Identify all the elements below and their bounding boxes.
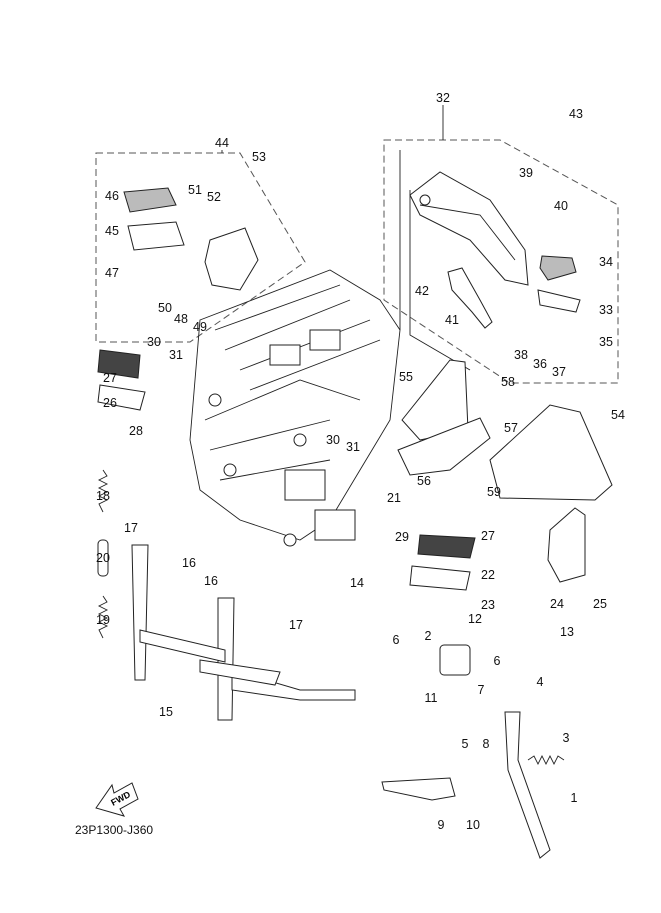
callout-6: 6: [393, 633, 400, 647]
callout-34: 34: [599, 255, 613, 269]
callout-31: 31: [169, 348, 183, 362]
callout-5: 5: [462, 737, 469, 751]
callout-52: 52: [207, 190, 221, 204]
callout-16: 16: [204, 574, 218, 588]
callout-35: 35: [599, 335, 613, 349]
footrest-22: [409, 565, 471, 591]
callout-38: 38: [514, 348, 528, 362]
callout-26: 26: [103, 396, 117, 410]
callout-56: 56: [417, 474, 431, 488]
group-box-32: [383, 139, 619, 384]
callout-7: 7: [478, 683, 485, 697]
spring-3: [527, 754, 565, 766]
callout-55: 55: [399, 370, 413, 384]
callout-49: 49: [193, 320, 207, 334]
callout-45: 45: [105, 224, 119, 238]
side-cover-56: [397, 417, 491, 476]
callout-47: 47: [105, 266, 119, 280]
callout-16: 16: [182, 556, 196, 570]
callout-2: 2: [425, 629, 432, 643]
callout-12: 12: [468, 612, 482, 626]
rear-footrest-bracket: [399, 150, 529, 371]
callout-59: 59: [487, 485, 501, 499]
side-cover-54: [489, 404, 613, 501]
callout-23: 23: [481, 598, 495, 612]
callout-58: 58: [501, 375, 515, 389]
callout-48: 48: [174, 312, 188, 326]
callout-29: 29: [395, 530, 409, 544]
callout-4: 4: [537, 675, 544, 689]
callout-14: 14: [350, 576, 364, 590]
callout-57: 57: [504, 421, 518, 435]
callout-53: 53: [252, 150, 266, 164]
rear-footrest-33: [537, 289, 581, 313]
callout-28: 28: [129, 424, 143, 438]
footrest-26: [97, 384, 146, 411]
group-box-44: [95, 152, 306, 343]
callout-17: 17: [289, 618, 303, 632]
callout-11: 11: [425, 691, 438, 705]
callout-41: 41: [445, 313, 459, 327]
callout-31: 31: [346, 440, 360, 454]
spring-19: [97, 595, 109, 639]
callout-17: 17: [124, 521, 138, 535]
rear-footrest-rubber-34: [539, 255, 577, 281]
footrest-27-left: [97, 349, 141, 379]
callout-27: 27: [103, 371, 117, 385]
main-frame: [189, 269, 401, 547]
callout-3: 3: [563, 731, 570, 745]
callout-10: 10: [466, 818, 480, 832]
footrest-27-right: [417, 534, 476, 559]
heel-guard-41: [447, 267, 493, 329]
callout-1: 1: [571, 791, 578, 805]
callout-20: 20: [96, 551, 110, 565]
callout-30: 30: [326, 433, 340, 447]
side-stand-switch-9: [381, 777, 456, 801]
callout-15: 15: [159, 705, 173, 719]
footrest-bracket-44: [204, 227, 259, 291]
callout-37: 37: [552, 365, 566, 379]
callout-8: 8: [483, 737, 490, 751]
callout-36: 36: [533, 357, 547, 371]
callout-25: 25: [593, 597, 607, 611]
fwd-arrow-icon: FWD: [95, 782, 139, 817]
pin-20: [97, 539, 109, 577]
footrest-45: [127, 221, 185, 251]
callout-30: 30: [147, 335, 161, 349]
callout-50: 50: [158, 301, 172, 315]
center-stand: [131, 544, 356, 721]
callout-22: 22: [481, 568, 495, 582]
callout-51: 51: [188, 183, 202, 197]
callout-32: 32: [436, 91, 450, 105]
footrest-rubber-46: [123, 187, 177, 213]
cover-24: [547, 507, 586, 583]
callout-39: 39: [519, 166, 533, 180]
callout-40: 40: [554, 199, 568, 213]
callout-21: 21: [387, 491, 401, 505]
callout-24: 24: [550, 597, 564, 611]
callout-19: 19: [96, 613, 110, 627]
stand-bracket-2: [439, 644, 471, 676]
spring-18: [97, 469, 109, 513]
callout-13: 13: [560, 625, 574, 639]
callout-6: 6: [494, 654, 501, 668]
callout-54: 54: [611, 408, 625, 422]
callout-42: 42: [415, 284, 429, 298]
side-stand: [504, 711, 551, 859]
callout-9: 9: [438, 818, 445, 832]
callout-33: 33: [599, 303, 613, 317]
side-cover-55: [401, 359, 469, 441]
callout-44: 44: [215, 136, 229, 150]
callout-27: 27: [481, 529, 495, 543]
callout-43: 43: [569, 107, 583, 121]
callout-46: 46: [105, 189, 119, 203]
diagram-code: 23P1300-J360: [75, 823, 154, 837]
callout-18: 18: [96, 489, 110, 503]
